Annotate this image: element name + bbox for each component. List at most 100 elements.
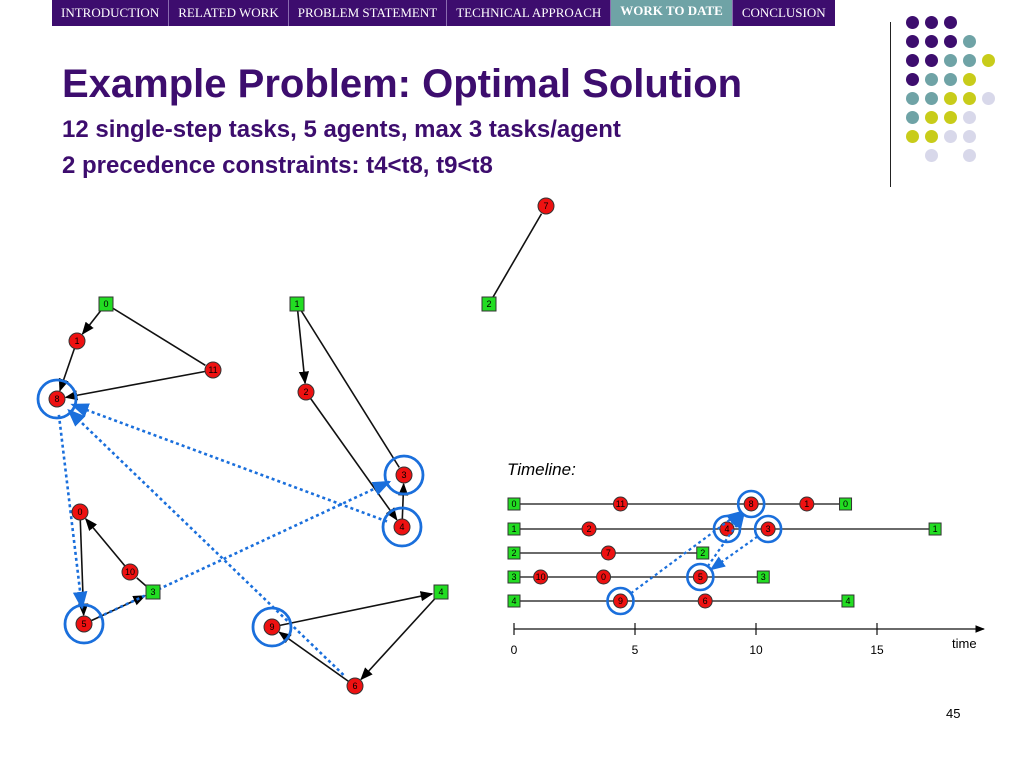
timeline-task-label: 7: [606, 548, 611, 558]
decorative-dot: [963, 73, 976, 86]
precedence-arrow: [57, 414, 88, 610]
task-node: [75, 615, 93, 633]
timeline-label: Timeline:: [507, 460, 576, 479]
decorative-dot: [982, 92, 995, 105]
nav-item-related-work[interactable]: RELATED WORK: [169, 0, 289, 26]
timeline-task-marker: [533, 569, 549, 585]
decorative-dot: [944, 73, 957, 86]
header-divider: [890, 22, 891, 187]
route-edge: [105, 303, 206, 366]
timeline-task-marker: [612, 496, 628, 512]
timeline-agent-label: 0: [843, 499, 848, 509]
route-edge: [296, 303, 310, 385]
task-node-label: 10: [125, 567, 135, 577]
decorative-dot: [963, 130, 976, 143]
route-edge: [296, 303, 400, 468]
agent-node-label: 0: [103, 299, 108, 309]
route-edge: [488, 213, 543, 305]
route-edge: [64, 369, 214, 401]
timeline-highlight-ring: [753, 514, 783, 544]
highlight-ring: [63, 603, 105, 645]
task-node-label: 1: [74, 336, 79, 346]
task-node: [121, 563, 139, 581]
agent-node-label: 1: [294, 299, 299, 309]
nav-item-problem-statement[interactable]: PROBLEM STATEMENT: [289, 0, 448, 26]
timeline-task-marker: [581, 521, 597, 537]
task-node: [395, 466, 413, 484]
agent-node: [145, 584, 161, 600]
task-node-label: 6: [352, 681, 357, 691]
timeline-agent-marker: [756, 570, 770, 584]
task-node: [263, 618, 281, 636]
agent-node: [433, 584, 449, 600]
task-node-label: 0: [77, 507, 82, 517]
task-node: [393, 518, 411, 536]
timeline-task-marker: [743, 496, 759, 512]
decorative-dot: [963, 54, 976, 67]
timeline-task-marker: [760, 521, 776, 537]
task-node-label: 5: [81, 619, 86, 629]
timeline-task-label: 2: [587, 524, 592, 534]
route-edge: [278, 631, 356, 687]
decorative-dot: [925, 16, 938, 29]
decorative-dot: [925, 130, 938, 143]
timeline-task-marker: [697, 593, 713, 609]
timeline-task-label: 5: [698, 572, 703, 582]
task-node-label: 2: [303, 387, 308, 397]
highlight-ring: [36, 378, 78, 420]
task-node-label: 9: [269, 622, 274, 632]
timeline-agent-label: 3: [761, 572, 766, 582]
task-node-label: 4: [399, 522, 404, 532]
timeline-task-marker: [600, 545, 616, 561]
decorative-dot: [906, 92, 919, 105]
timeline-highlight-ring: [736, 489, 766, 519]
timeline-agent-label: 0: [511, 499, 516, 509]
precedence-arrow: [70, 403, 388, 523]
highlight-ring: [251, 606, 293, 648]
decorative-dot: [925, 92, 938, 105]
nav-item-work-to-date[interactable]: WORK TO DATE: [611, 0, 733, 26]
time-axis-tick-label: 5: [632, 643, 639, 657]
decorative-dot: [982, 54, 995, 67]
timeline-task-label: 11: [616, 499, 625, 509]
timeline-agent-marker: [507, 546, 521, 560]
task-node: [346, 677, 364, 695]
task-node-label: 3: [401, 470, 406, 480]
nav-item-technical-approach[interactable]: TECHNICAL APPROACH: [447, 0, 612, 26]
timeline-precedence-arrow: [709, 535, 759, 571]
task-node: [537, 197, 555, 215]
time-axis-label: time: [952, 636, 977, 651]
highlight-ring: [381, 506, 423, 548]
route-edge: [305, 391, 398, 521]
decorative-dot: [944, 92, 957, 105]
timeline-task-marker: [612, 593, 628, 609]
timeline-highlight-ring: [686, 562, 715, 592]
nav-item-introduction[interactable]: INTRODUCTION: [52, 0, 170, 26]
task-node: [68, 332, 86, 350]
timeline-task-label: 3: [766, 524, 771, 534]
timeline-task-label: 1: [804, 499, 809, 509]
timeline-agent-label: 2: [511, 548, 516, 558]
timeline-agent-marker: [696, 546, 710, 560]
decorative-dot: [925, 35, 938, 48]
agent-node-label: 3: [150, 587, 155, 597]
decorative-dot: [906, 73, 919, 86]
task-node-label: 8: [54, 394, 59, 404]
nav-item-conclusion[interactable]: CONCLUSION: [741, 5, 826, 20]
timeline-task-label: 4: [724, 524, 729, 534]
decorative-dot: [925, 54, 938, 67]
timeline-agent-label: 4: [511, 596, 516, 606]
timeline-task-label: 10: [536, 572, 546, 582]
decorative-dot: [944, 35, 957, 48]
timeline-agent-marker: [839, 497, 853, 511]
timeline-agent-label: 2: [700, 548, 705, 558]
decorative-dot: [906, 130, 919, 143]
timeline-agent-marker: [507, 570, 521, 584]
decorative-dot: [906, 35, 919, 48]
decorative-dot: [963, 149, 976, 162]
timeline-agent-label: 4: [845, 596, 850, 606]
decorative-dot: [963, 35, 976, 48]
decorative-dot: [906, 16, 919, 29]
